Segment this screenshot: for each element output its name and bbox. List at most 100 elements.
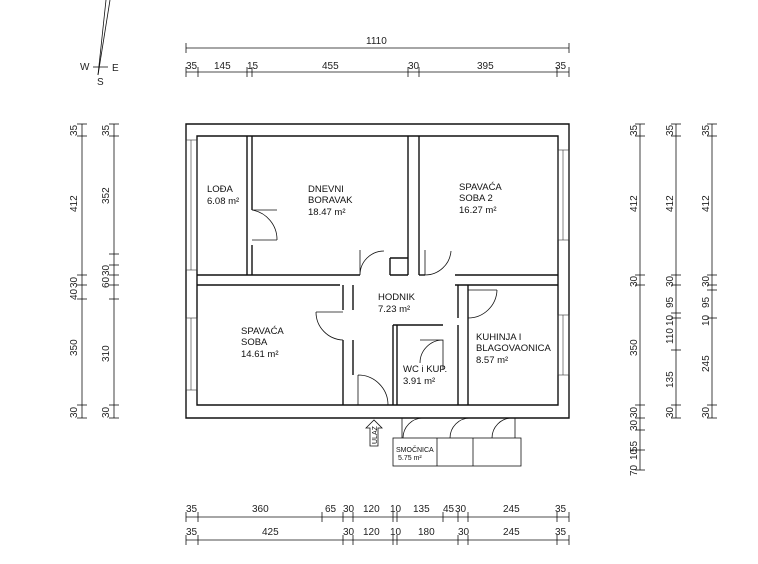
window-lodja [185,139,198,271]
room-spavaca2-area: 16.27 m² [459,205,497,216]
dim-right3-1: 412 [701,195,712,212]
entrance-label: ULAZ [372,425,379,444]
compass-w: W [80,62,90,73]
dim-right2-1: 412 [665,195,676,212]
room-lodja-area: 6.08 m² [207,196,239,207]
dim-right1-1: 412 [629,195,640,212]
room-spavaca2-name2: SOBA 2 [459,193,493,204]
dim-left2-5: 30 [101,406,112,418]
dim-bottom2-2: 30 [343,527,355,538]
dim-right2-2: 30 [665,275,676,287]
dim-bottom1-0: 35 [186,504,198,515]
doors [251,209,498,406]
dim-right1-6: 55 [629,440,640,452]
dim-bottom1-6: 135 [413,504,430,515]
room-smocnica-name: SMOČNICA [396,445,434,454]
room-hodnik-area: 7.23 m² [378,304,410,315]
dim-right3-5: 245 [701,355,712,372]
dim-left2-0: 35 [101,124,112,136]
dim-left1-5: 30 [69,406,80,418]
dim-right2-6: 135 [665,371,676,388]
dim-left1-4: 350 [69,339,80,356]
smocnica-box [392,417,522,467]
dim-bottom1-5: 10 [390,504,402,515]
dim-top-4: 30 [408,61,420,72]
dim-top-6: 35 [555,61,567,72]
door-spavaca2 [424,250,452,276]
compass-s: S [97,77,104,88]
dim-top-0: 35 [186,61,198,72]
dim-bottom1-3: 30 [343,504,355,515]
dim-left2-1: 352 [101,187,112,204]
dim-bottom2-8: 35 [555,527,567,538]
door-lodja [251,209,278,241]
dim-bottom2-5: 180 [418,527,435,538]
dim-right3-2: 30 [701,275,712,287]
dim-right1-4: 30 [629,406,640,418]
dim-right1-2: 30 [629,275,640,287]
dim-right3-6: 30 [701,406,712,418]
room-smocnica-area: 5.75 m² [398,455,422,462]
entrance-arrow-icon: ULAZ [365,419,383,447]
dim-top-2: 15 [247,61,259,72]
dim-left2-3: 60 [101,276,112,288]
dim-right1-7: 10 [629,448,640,460]
room-spavaca2-name1: SPAVAĆA [459,182,502,193]
room-spavaca-area: 14.61 m² [241,349,279,360]
dim-right1-3: 350 [629,339,640,356]
window-spavaca [185,317,198,391]
dim-right3-0: 35 [701,124,712,136]
room-dnevni-area: 18.47 m² [308,207,346,218]
dim-bottom1-2: 65 [325,504,337,515]
compass: W E S [80,0,119,88]
dim-left1-0: 35 [69,124,80,136]
dim-right1-8: 70 [629,464,640,476]
room-hodnik-name: HODNIK [378,292,416,303]
dim-left2-4: 310 [101,345,112,362]
dim-right1-0: 35 [629,124,640,136]
room-kuhinja-name1: KUHINJA I [476,332,521,343]
room-lodja-name: LOĐA [207,184,234,195]
bottom-dimensions: 35 360 65 30 120 10 135 45 30 245 35 35 … [185,504,570,545]
dim-right2-7: 30 [665,406,676,418]
dim-top-1: 145 [214,61,231,72]
compass-needle [97,0,111,76]
room-spavaca-name2: SOBA [241,337,268,348]
room-labels: LOĐA 6.08 m² DNEVNI BORAVAK 18.47 m² SPA… [207,182,551,462]
dim-left1-2: 30 [69,276,80,288]
dim-bottom1-8: 30 [455,504,467,515]
window-kuhinja [557,314,570,376]
dim-bottom1-4: 120 [363,504,380,515]
room-wc-area: 3.91 m² [403,376,435,387]
window-spavaca2 [557,149,570,241]
dim-top-total: 1110 [366,36,387,47]
dim-left1-3: 40 [69,288,80,300]
dim-right3-4: 95 [701,296,712,308]
dim-bottom2-7: 245 [503,527,520,538]
top-dimensions: 1110 35 145 15 455 30 395 35 [185,36,570,77]
room-spavaca-name1: SPAVAĆA [241,326,284,337]
compass-e: E [112,63,119,74]
dim-top-5: 395 [477,61,494,72]
dim-right2-5: 95 [665,296,676,308]
dim-bottom2-1: 425 [262,527,279,538]
door-spavaca [315,311,344,341]
dim-right2-4: 10 [665,314,676,326]
dim-right1-5: 30 [629,419,640,431]
dim-bottom2-6: 30 [458,527,470,538]
dim-right2-3: 110 [665,328,676,344]
dim-bottom1-10: 35 [555,504,567,515]
room-dnevni-name2: BORAVAK [308,195,353,206]
walls [185,123,570,419]
dim-right2-0: 35 [665,124,676,136]
dim-bottom2-3: 120 [363,527,380,538]
dim-left1-1: 412 [69,195,80,212]
room-kuhinja-name2: BLAGOVAONICA [476,343,551,354]
dim-bottom1-1: 360 [252,504,269,515]
door-entrance [357,374,389,406]
dim-bottom2-0: 35 [186,527,198,538]
windows [185,139,570,391]
room-wc-name: WC i KUP. [403,364,447,375]
door-wc [419,339,444,370]
